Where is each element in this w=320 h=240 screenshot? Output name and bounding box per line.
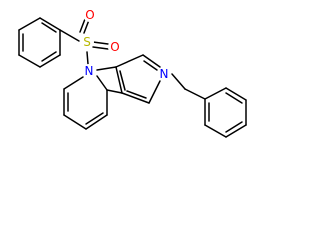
bond-s-o-top-a: [83, 19, 90, 34]
bond-bz-inner-b: [85, 112, 104, 125]
bond-s-o-right-b: [92, 46, 109, 50]
bond-ph1-inner-b: [41, 51, 57, 62]
atom-oxygen-top-label: O: [85, 8, 94, 22]
bond-s-o-right-a: [92, 41, 109, 45]
bond-ph1-1: [39, 17, 61, 31]
bond-bz-6: [96, 75, 108, 91]
molecule-structure-diagram: S O O N N: [18, 8, 247, 138]
bond-c3a-c8b-inner: [119, 70, 126, 91]
bond-ph2-1: [204, 87, 227, 100]
atom-oxygen-right-label: O: [110, 40, 119, 54]
bond-s-o-top-b: [79, 18, 86, 33]
bond-c3-n2-b: [143, 60, 158, 71]
bond-s-n4: [86, 51, 89, 65]
bond-c3a-c3: [115, 54, 144, 68]
bond-ph1-6: [18, 17, 41, 31]
bond-ph1-3: [39, 54, 61, 68]
bond-ph1-s: [59, 29, 80, 42]
bond-n2-c1: [148, 80, 161, 104]
bond-c1-c8b-a: [121, 92, 150, 104]
bond-n4-c3a: [96, 66, 117, 71]
bond-ph2-5: [204, 124, 227, 138]
bond-ph1-inner-a: [41, 22, 57, 33]
bond-c3-n2-a: [142, 54, 161, 68]
bond-bz-3: [63, 114, 87, 130]
atom-sulfur-label: S: [83, 35, 91, 49]
bond-c1-c8b-b: [126, 90, 147, 99]
bond-c8b-c8a: [106, 89, 123, 94]
bond-bz-1: [63, 76, 84, 90]
bond-ch2-ph2: [184, 88, 206, 100]
bond-ph2-inner-b: [225, 121, 243, 133]
atom-nitrogen-4-label: N: [85, 64, 94, 78]
bond-n2-ch2: [171, 73, 186, 90]
bond-ph2-4: [225, 124, 247, 138]
bond-c3a-c8b: [115, 66, 123, 94]
bond-ph2-2: [225, 87, 247, 101]
bond-ph1-4: [18, 54, 41, 68]
bonds: [18, 17, 247, 138]
atom-nitrogen-2-label: N: [160, 67, 169, 81]
bond-ph2-inner-a: [225, 92, 243, 104]
bond-bz-4: [85, 114, 108, 130]
atom-labels: S O O N N: [80, 8, 171, 81]
